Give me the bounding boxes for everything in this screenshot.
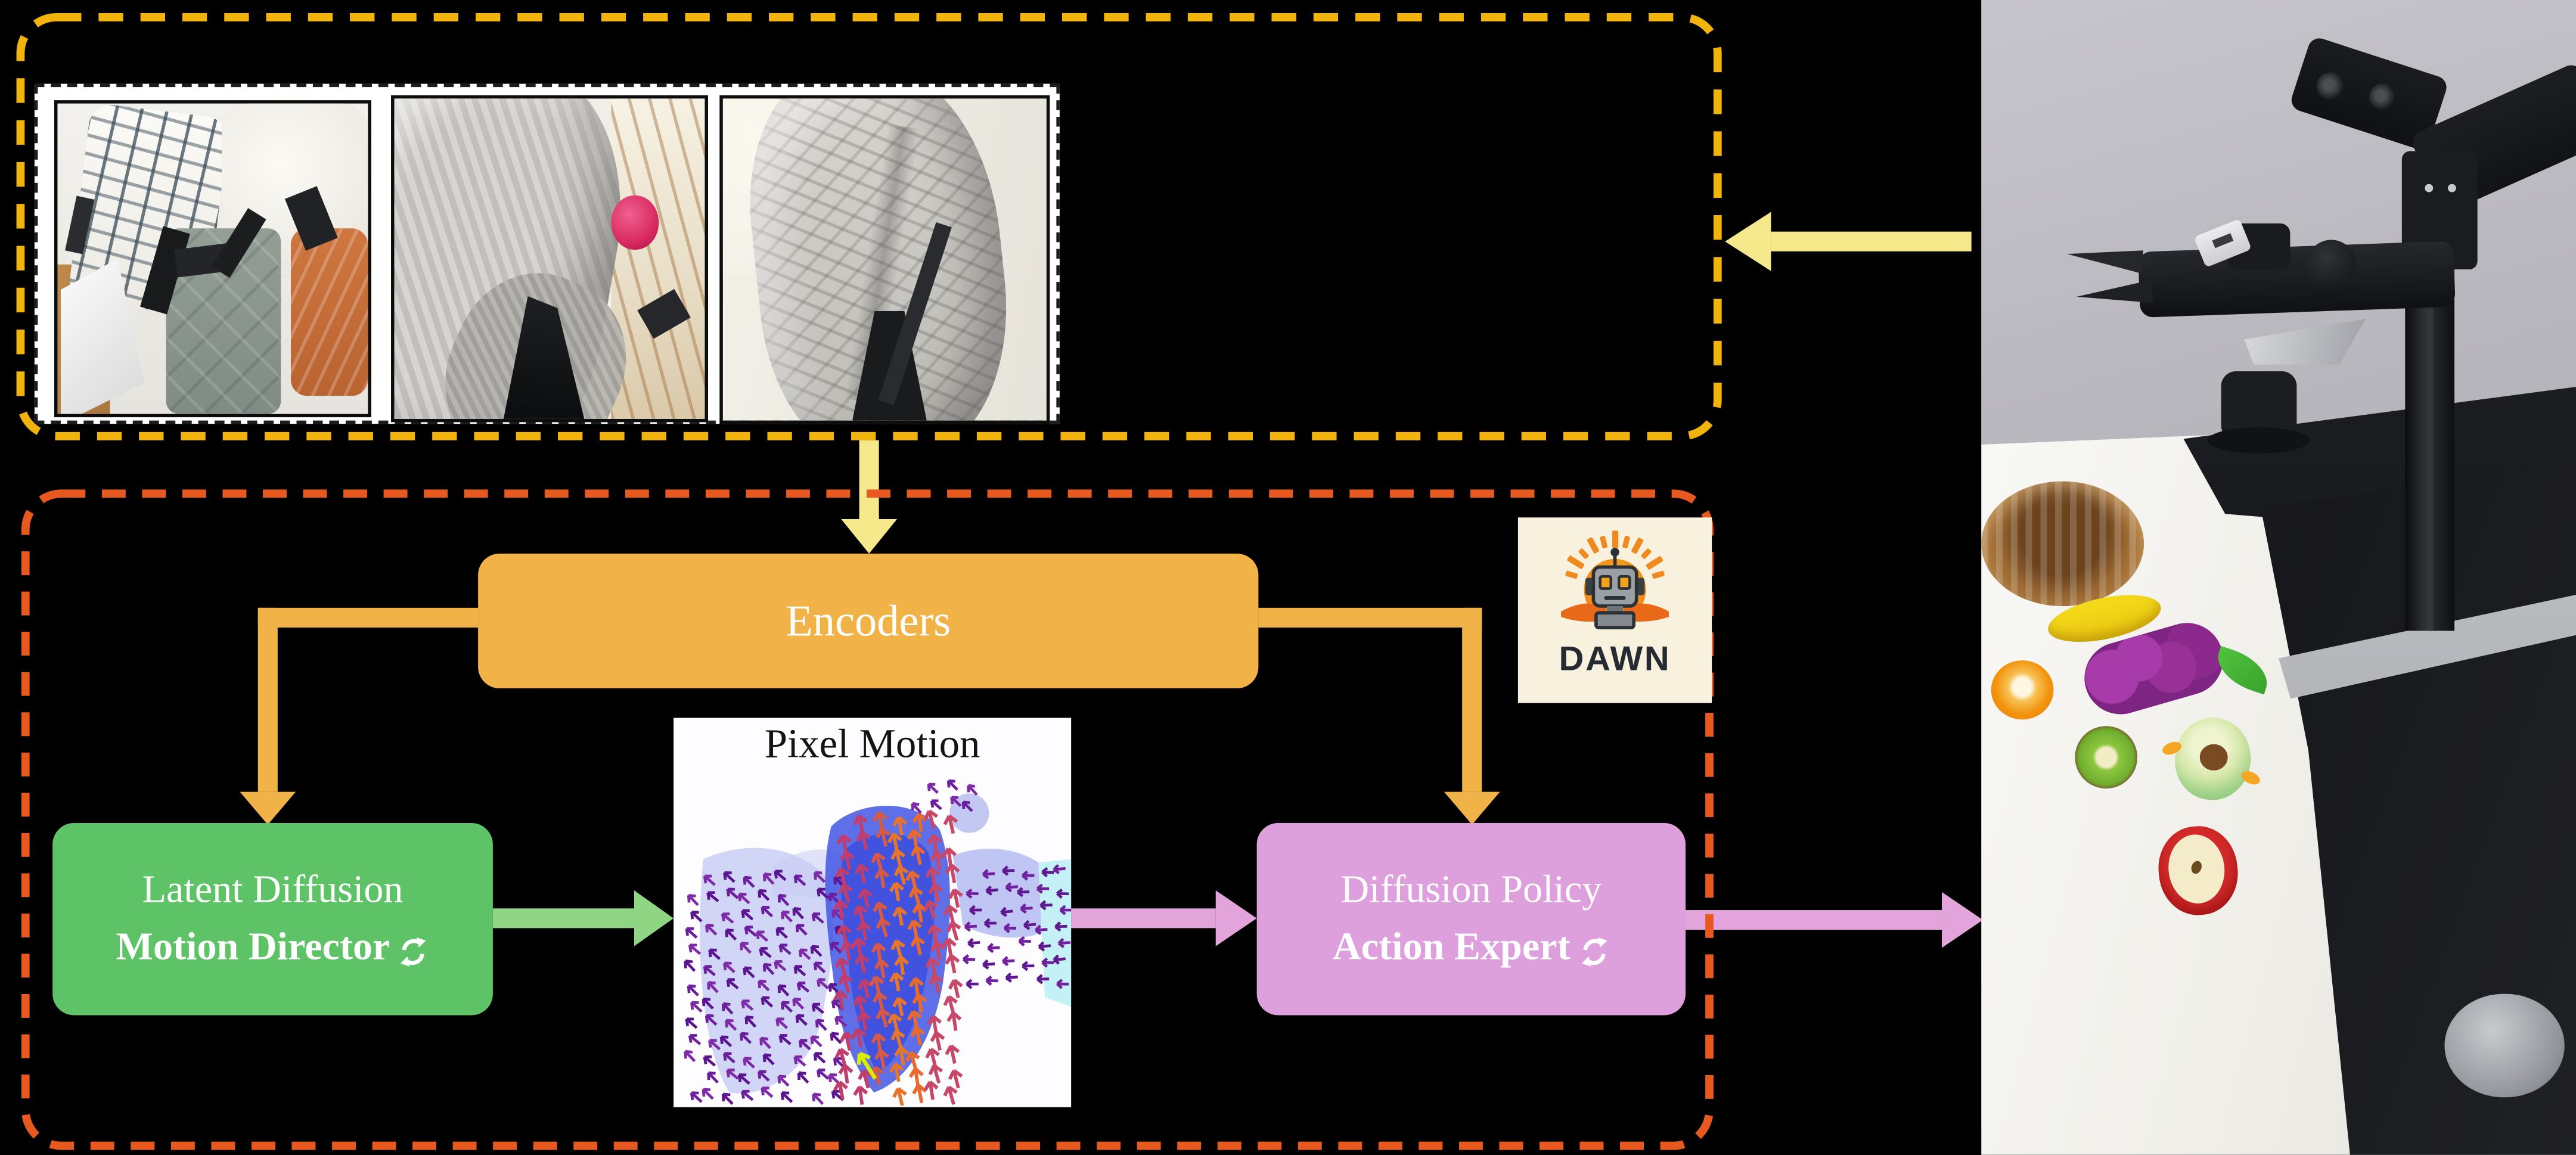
max-flow-arrow	[856, 1051, 877, 1080]
observation-panel	[34, 83, 1060, 424]
action-expert-line1: Diffusion Policy	[1340, 870, 1602, 912]
screw	[2448, 184, 2456, 192]
steel-cylinder	[2445, 993, 2565, 1097]
screw	[2425, 184, 2434, 192]
observations-to-encoders-arrow-head	[841, 519, 897, 554]
observation-photo-wrist-left	[391, 95, 708, 423]
observation-photo-couch	[54, 100, 371, 418]
mast-groove	[2426, 210, 2434, 631]
optical-flow-visualization	[684, 779, 1072, 1106]
encoders-to-action-expert-arrow-hshaft	[1258, 607, 1482, 628]
cycle-icon	[401, 936, 427, 966]
pixel-motion-to-action-expert-arrow-shaft	[1071, 908, 1216, 929]
motion-director-line2: Motion Director	[116, 919, 430, 975]
encoders-to-motion-director-arrow-head	[240, 791, 296, 825]
camera-lens	[2369, 83, 2395, 110]
avocado-pit	[2199, 744, 2228, 771]
action-expert-to-robot-arrow-shaft	[1686, 910, 1942, 930]
pink-scrunchie	[612, 194, 659, 249]
motion-director-box: Latent Diffusion Motion Director	[52, 822, 493, 1016]
plush-kiwi	[2075, 726, 2138, 789]
encoders-to-action-expert-arrow-vshaft	[1462, 607, 1482, 792]
encoders-to-motion-director-arrow-hshaft	[257, 607, 479, 628]
pixel-motion-label: Pixel Motion	[764, 722, 980, 768]
robot-sunrise-icon	[1561, 530, 1669, 629]
motion-director-to-pixel-motion-arrow-head	[634, 890, 674, 946]
robot-to-observations-arrow-head	[1725, 212, 1771, 271]
pixel-motion-panel: Pixel Motion	[674, 718, 1072, 1107]
encoders-to-motion-director-arrow-vshaft	[257, 607, 278, 792]
encoders-label: Encoders	[786, 596, 951, 645]
motion-director-to-pixel-motion-arrow-shaft	[492, 908, 634, 929]
observation-photo-wrist-right	[719, 95, 1050, 424]
plush-orange	[1991, 660, 2054, 720]
arm-joint	[2306, 240, 2356, 290]
wicker-basket	[1981, 481, 2144, 607]
robot-workstation-photo	[1981, 0, 2576, 1155]
motion-director-line1: Latent Diffusion	[142, 870, 404, 912]
observations-to-encoders-arrow-shaft	[859, 440, 879, 521]
pixel-motion-to-action-expert-arrow-head	[1215, 890, 1257, 946]
camera-lens	[2316, 72, 2345, 101]
action-expert-line2: Action Expert	[1333, 919, 1610, 975]
arm-base-disc	[2208, 427, 2310, 454]
encoders-to-action-expert-arrow-head	[1444, 791, 1500, 825]
robot-arm	[2138, 241, 2456, 318]
cycle-icon	[1581, 936, 1607, 966]
action-expert-box: Diffusion Policy Action Expert	[1256, 822, 1686, 1016]
robot-to-observations-arrow-shaft	[1771, 231, 1972, 252]
action-expert-to-robot-arrow-head	[1942, 892, 1983, 948]
wood-floor	[612, 98, 705, 419]
encoders-box: Encoders	[478, 553, 1259, 688]
orange-pillow	[290, 228, 368, 396]
dawn-logo: DAWN	[1517, 517, 1712, 703]
dawn-wordmark: DAWN	[1559, 640, 1671, 679]
